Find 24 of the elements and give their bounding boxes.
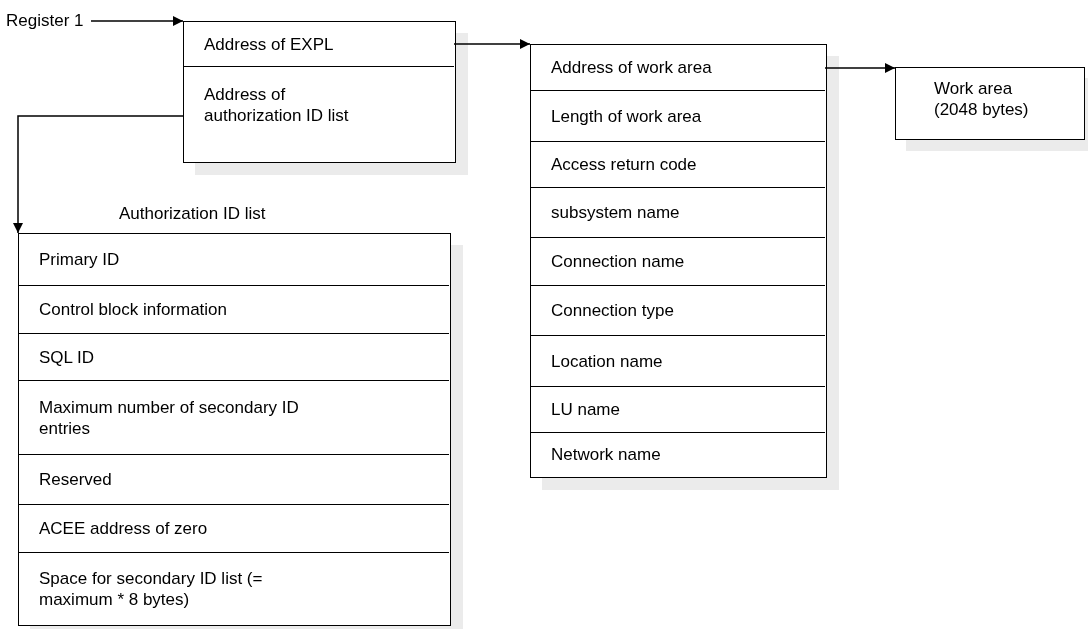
record-field: Network name: [531, 433, 825, 476]
register-label: Register 1: [6, 9, 88, 33]
record-field: Address of EXPL: [184, 22, 454, 67]
arrow: [90, 16, 184, 26]
arrow: [453, 39, 531, 49]
record-field: Reserved: [19, 455, 449, 505]
arrow: [13, 115, 185, 234]
record-field: Access return code: [531, 142, 825, 188]
arrow: [824, 63, 896, 73]
record-field: Address of work area: [531, 45, 825, 91]
record-field: ACEE address of zero: [19, 505, 449, 553]
record-field: Space for secondary ID list (= maximum * 8 bytes): [19, 553, 449, 624]
record-field: Location name: [531, 336, 825, 387]
record-field: Length of work area: [531, 91, 825, 142]
record-field: Address of authorization ID list: [184, 67, 454, 161]
record-field: Connection type: [531, 286, 825, 336]
list-heading: Authorization ID list: [119, 204, 266, 224]
record-field: Connection name: [531, 238, 825, 286]
record-field: Primary ID: [19, 234, 449, 286]
record-field: SQL ID: [19, 334, 449, 381]
record-field: Control block information: [19, 286, 449, 334]
record-field: subsystem name: [531, 188, 825, 238]
record-field: Maximum number of secondary ID entries: [19, 381, 449, 455]
record-field: LU name: [531, 387, 825, 433]
